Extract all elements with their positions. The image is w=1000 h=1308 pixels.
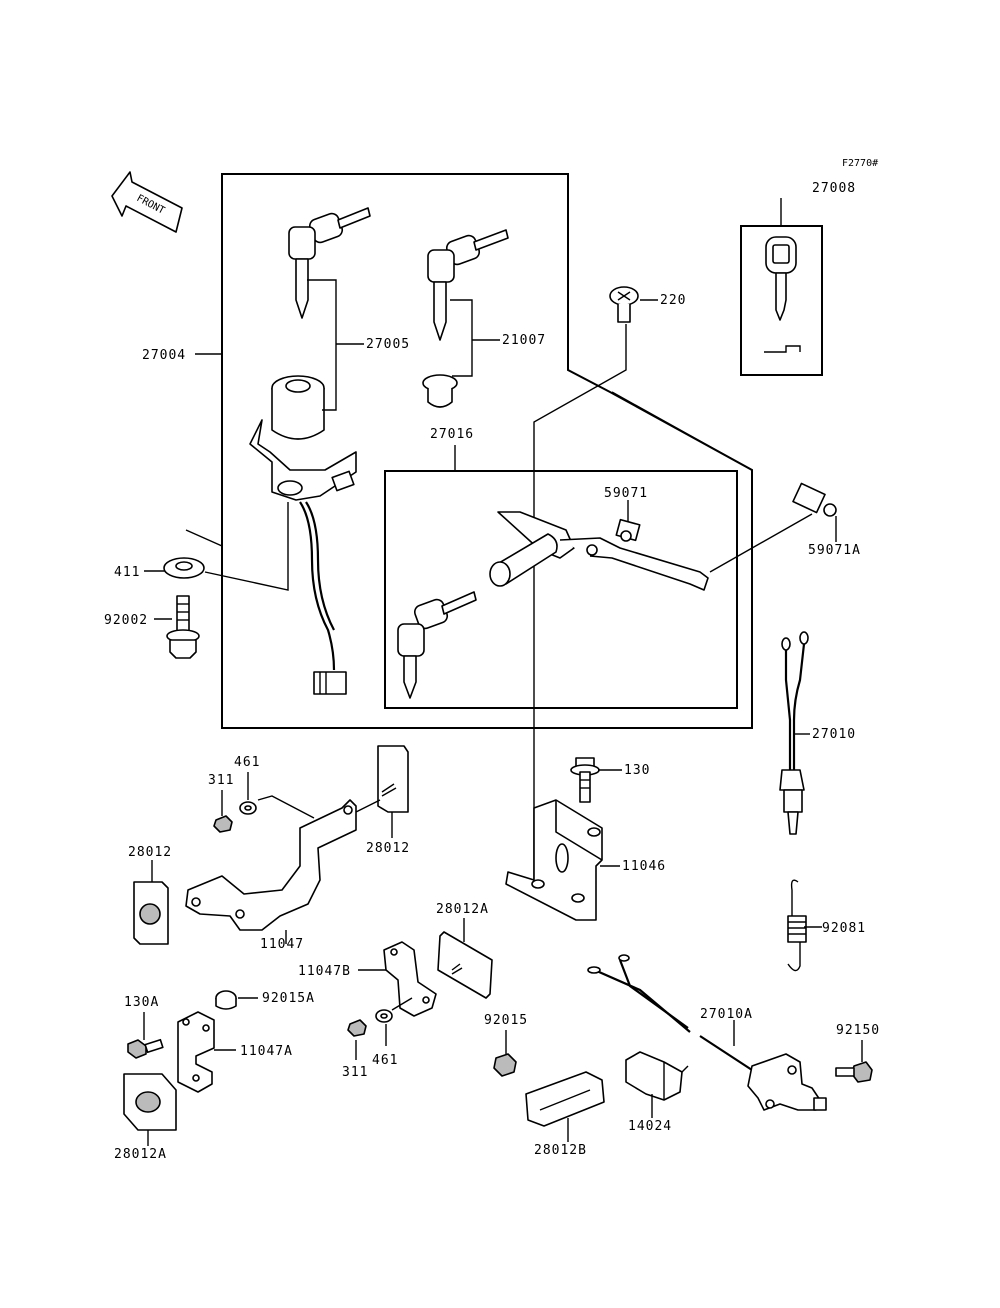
label-59071: 59071 bbox=[604, 486, 648, 501]
label-130: 130 bbox=[624, 763, 650, 778]
seat-lock-27016-icon bbox=[489, 511, 709, 591]
figure-code: F2770# bbox=[842, 158, 878, 169]
reflector-28012A-lower-icon bbox=[123, 1073, 177, 1131]
screw-220-icon bbox=[609, 286, 639, 323]
label-11047: 11047 bbox=[260, 937, 304, 952]
label-21007: 21007 bbox=[502, 333, 546, 348]
label-311-lower: 311 bbox=[342, 1065, 368, 1080]
washer-461-lower-icon bbox=[375, 1009, 393, 1023]
label-27008: 27008 bbox=[812, 181, 856, 196]
nut-92015A-icon bbox=[215, 990, 237, 1010]
label-28012-left: 28012 bbox=[128, 845, 172, 860]
wire-terminal-icon bbox=[587, 966, 601, 974]
key-27008-icon bbox=[764, 236, 801, 353]
label-28012A-bottom: 28012A bbox=[114, 1147, 167, 1162]
wire-terminal-icon bbox=[618, 954, 630, 962]
washer-411-icon bbox=[163, 557, 205, 579]
label-28012B: 28012B bbox=[534, 1143, 587, 1158]
label-92015: 92015 bbox=[484, 1013, 528, 1028]
bolt-130-icon bbox=[570, 757, 600, 803]
nut-311-icon bbox=[213, 815, 233, 833]
label-28012A-top: 28012A bbox=[436, 902, 489, 917]
label-92002: 92002 bbox=[104, 613, 148, 628]
front-arrow-icon: FRONT bbox=[111, 171, 183, 233]
label-11046: 11046 bbox=[622, 859, 666, 874]
reflector-28012-left-icon bbox=[133, 881, 169, 945]
reflector-28012B-icon bbox=[525, 1071, 605, 1127]
label-311: 311 bbox=[208, 773, 234, 788]
bolt-92002-icon bbox=[166, 595, 200, 659]
label-14024: 14024 bbox=[628, 1119, 672, 1134]
label-461-lower: 461 bbox=[372, 1053, 398, 1068]
label-92081: 92081 bbox=[822, 921, 866, 936]
label-130A: 130A bbox=[124, 995, 159, 1010]
clip-59071-icon bbox=[615, 518, 641, 542]
spring-92081-icon bbox=[787, 879, 807, 972]
label-27010A: 27010A bbox=[700, 1007, 753, 1022]
label-27004: 27004 bbox=[142, 348, 186, 363]
nut-92015-icon bbox=[493, 1053, 517, 1077]
bracket-11047A-icon bbox=[177, 1011, 215, 1093]
keys-27016-icon bbox=[397, 591, 477, 699]
keys-21007-icon bbox=[427, 229, 509, 341]
bolt-130A-icon bbox=[127, 1038, 164, 1059]
clip-59071A-icon bbox=[792, 482, 837, 517]
bracket-11047-icon bbox=[185, 799, 357, 931]
label-27010: 27010 bbox=[812, 727, 856, 742]
bracket-11047B-icon bbox=[383, 941, 437, 1017]
label-27016: 27016 bbox=[430, 427, 474, 442]
label-28012-right: 28012 bbox=[366, 841, 410, 856]
keys-27005-icon bbox=[288, 207, 371, 319]
label-11047B: 11047B bbox=[298, 964, 351, 979]
reflector-28012A-icon bbox=[437, 931, 493, 999]
label-27005: 27005 bbox=[366, 337, 410, 352]
label-11047A: 11047A bbox=[240, 1044, 293, 1059]
switch-27010A-icon bbox=[699, 1035, 827, 1111]
label-92015A: 92015A bbox=[262, 991, 315, 1006]
bracket-11046-icon bbox=[505, 799, 603, 921]
label-92150: 92150 bbox=[836, 1023, 880, 1038]
screw-92150-icon bbox=[835, 1061, 873, 1083]
sub-group-frame bbox=[384, 470, 738, 709]
washer-461-icon bbox=[239, 801, 257, 815]
label-59071A: 59071A bbox=[808, 543, 861, 558]
ignition-switch-icon bbox=[249, 375, 357, 501]
nut-311-lower-icon bbox=[347, 1019, 367, 1037]
label-461: 461 bbox=[234, 755, 260, 770]
label-411: 411 bbox=[114, 565, 140, 580]
reflector-28012-icon bbox=[377, 745, 409, 813]
cap-21007-icon bbox=[422, 374, 458, 408]
switch-27010-icon bbox=[779, 631, 809, 835]
switch-14024-icon bbox=[625, 1051, 689, 1101]
ignition-connector-icon bbox=[313, 671, 347, 695]
label-220: 220 bbox=[660, 293, 686, 308]
